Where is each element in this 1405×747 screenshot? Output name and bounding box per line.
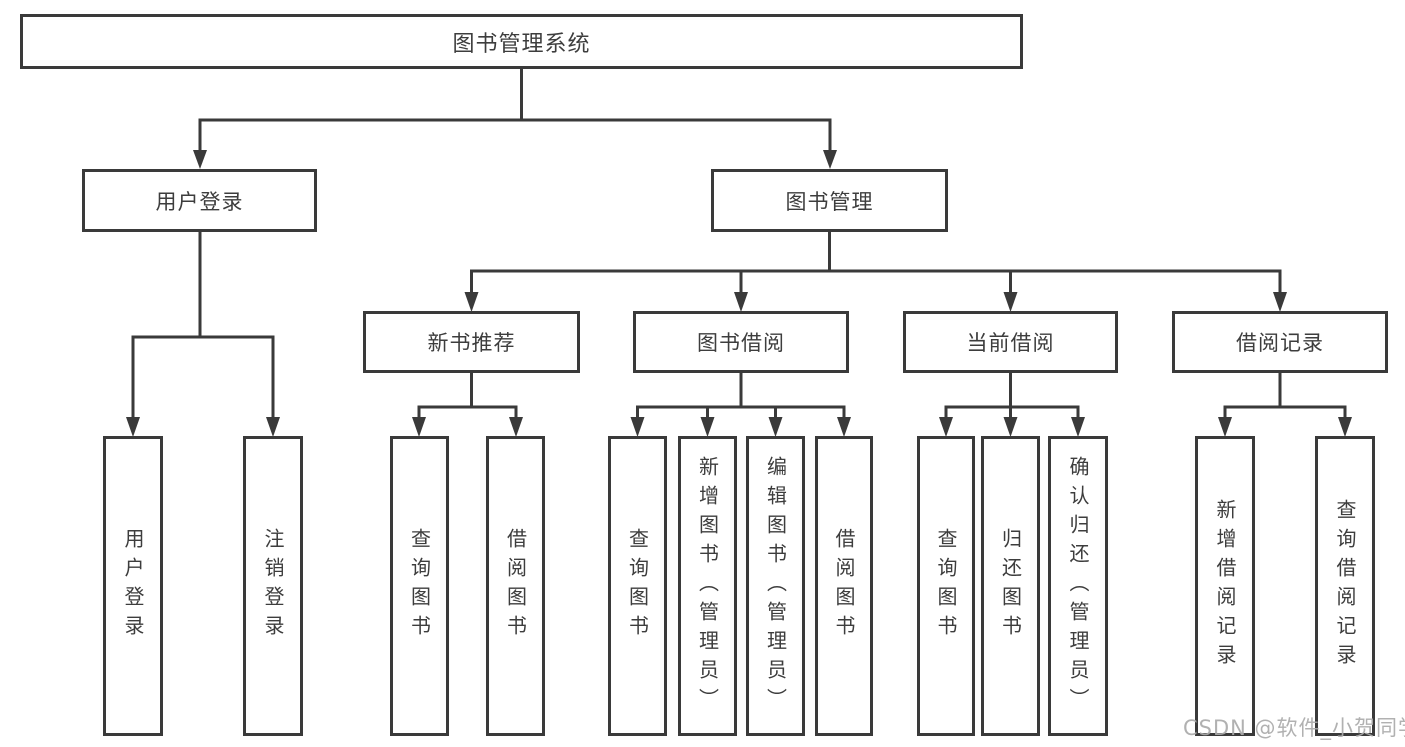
leaf-query-borrow-record: 查询借阅记录 [1315, 436, 1375, 736]
leaf-query-books-recommend-label: 查询图书 [407, 528, 432, 644]
node-user-login-label: 用户登录 [155, 189, 244, 214]
leaf-query-books-current: 查询图书 [917, 436, 975, 736]
leaf-user-login-label: 用户登录 [121, 528, 145, 644]
leaf-add-books-admin: 新增图书（管理员） [678, 436, 737, 736]
node-new-book-recommend-label: 新书推荐 [427, 331, 516, 355]
node-book-borrowing-label: 图书借阅 [697, 331, 785, 355]
leaf-confirm-return-admin-label: 确认归还（管理员） [1066, 455, 1090, 717]
node-borrowing-records-label: 借阅记录 [1236, 331, 1324, 355]
leaf-add-books-admin-label: 新增图书（管理员） [695, 455, 720, 717]
node-user-login: 用户登录 [82, 169, 317, 232]
leaf-logout-label: 注销登录 [261, 528, 285, 644]
leaf-query-books-current-label: 查询图书 [934, 528, 958, 644]
leaf-edit-books-admin: 编辑图书（管理员） [746, 436, 805, 736]
node-current-borrowing: 当前借阅 [903, 311, 1118, 373]
leaf-query-books-borrow-label: 查询图书 [625, 528, 650, 644]
node-borrowing-records: 借阅记录 [1172, 311, 1388, 373]
leaf-borrow-books-recommend: 借阅图书 [486, 436, 545, 736]
leaf-query-books-borrow: 查询图书 [608, 436, 667, 736]
leaf-query-books-recommend: 查询图书 [390, 436, 449, 736]
node-root-label: 图书管理系统 [452, 31, 591, 57]
node-new-book-recommend: 新书推荐 [363, 311, 580, 373]
leaf-add-borrow-record: 新增借阅记录 [1195, 436, 1255, 736]
node-book-management-label: 图书管理 [785, 189, 874, 214]
leaf-return-books-label: 归还图书 [998, 528, 1023, 644]
leaf-confirm-return-admin: 确认归还（管理员） [1048, 436, 1108, 736]
leaf-query-borrow-record-label: 查询借阅记录 [1333, 499, 1357, 673]
leaf-return-books: 归还图书 [981, 436, 1040, 736]
leaf-borrow-books-recommend-label: 借阅图书 [503, 528, 528, 644]
csdn-watermark: CSDN @软件_小贺同学 [1183, 716, 1405, 740]
leaf-add-borrow-record-label: 新增借阅记录 [1213, 499, 1237, 673]
node-current-borrowing-label: 当前借阅 [966, 331, 1055, 355]
leaf-user-login: 用户登录 [103, 436, 163, 736]
node-book-borrowing: 图书借阅 [633, 311, 849, 373]
leaf-edit-books-admin-label: 编辑图书（管理员） [763, 455, 788, 717]
node-root: 图书管理系统 [20, 14, 1023, 69]
leaf-borrow-books-label: 借阅图书 [832, 528, 856, 644]
leaf-borrow-books: 借阅图书 [815, 436, 873, 736]
node-book-management: 图书管理 [711, 169, 948, 232]
leaf-logout: 注销登录 [243, 436, 303, 736]
